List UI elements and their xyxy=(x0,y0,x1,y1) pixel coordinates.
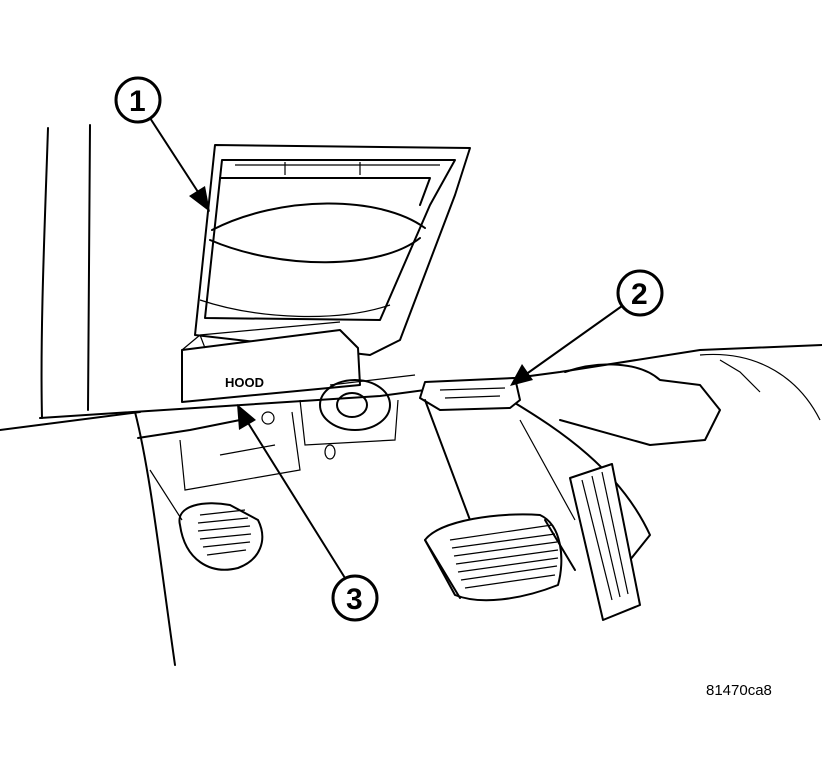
accelerator-pedal xyxy=(544,463,641,621)
park-brake-pedal xyxy=(149,469,264,571)
callout-leaders xyxy=(149,117,623,579)
callout-1-number: 1 xyxy=(129,85,146,118)
diagnostic-connector xyxy=(419,377,521,521)
figure-id: 81470ca8 xyxy=(706,682,772,699)
brake-pedal xyxy=(424,513,563,602)
door-edge xyxy=(0,124,141,431)
callout-3: 3 xyxy=(331,574,379,622)
hood-label: HOOD xyxy=(225,375,264,390)
callout-2-arrowhead xyxy=(510,364,533,386)
callout-2-number: 2 xyxy=(631,278,648,311)
callout-1: 1 xyxy=(114,76,162,124)
lower-dash-panel xyxy=(39,344,822,666)
hood-release-lever: HOOD xyxy=(181,321,361,403)
callout-3-arrowhead xyxy=(237,404,256,430)
steering-column xyxy=(299,374,416,446)
callout-2: 2 xyxy=(616,269,664,317)
callout-3-number: 3 xyxy=(346,583,363,616)
hood-release-housing xyxy=(194,144,471,356)
callout-1-arrowhead xyxy=(189,186,210,212)
